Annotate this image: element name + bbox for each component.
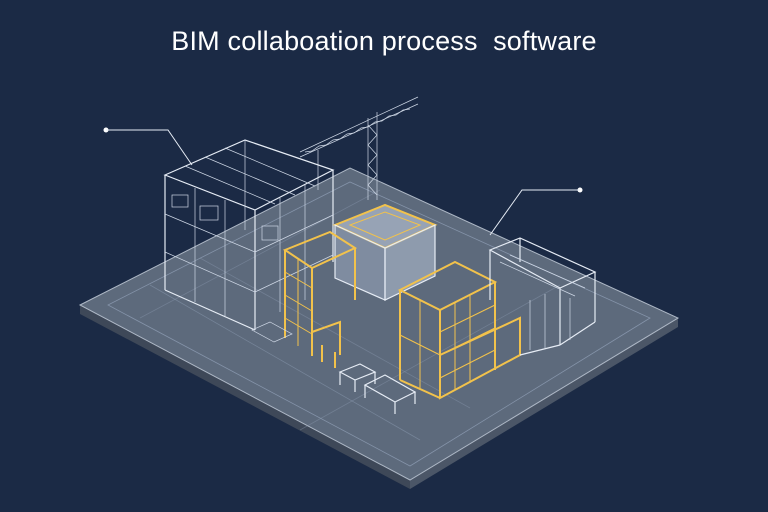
small-structures [251, 321, 417, 414]
callout-left [103, 127, 193, 166]
callout-right [489, 187, 583, 236]
central-glass-cube [332, 203, 438, 301]
crane-icon [299, 96, 419, 200]
right-building-wireframe [488, 237, 597, 356]
page-title: BIM collaboation process software [171, 26, 597, 56]
site-platform [78, 167, 680, 489]
highlighted-block-left [282, 230, 358, 368]
tall-building-wireframe [163, 139, 335, 331]
